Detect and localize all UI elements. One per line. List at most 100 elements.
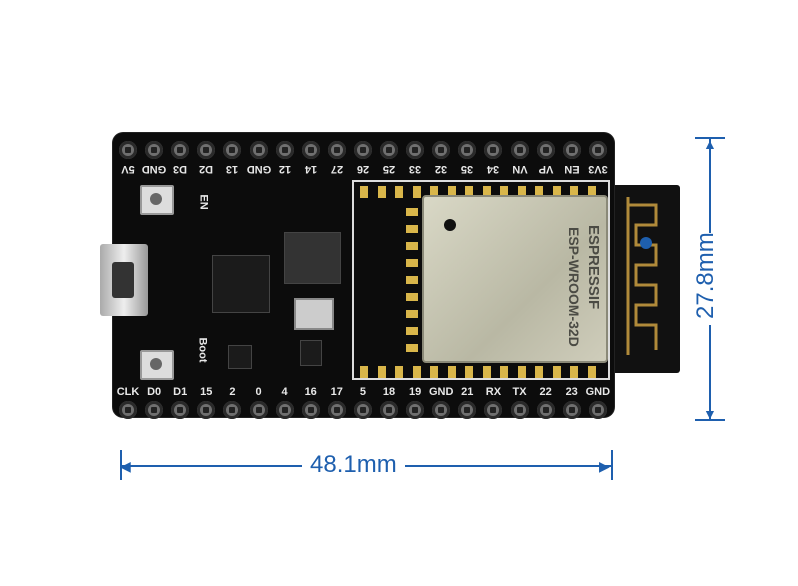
pin-label: D0	[147, 386, 162, 398]
pin-label: 16	[304, 386, 317, 398]
header-pin	[171, 401, 190, 419]
module-pad	[587, 186, 596, 198]
module-pad	[465, 186, 473, 198]
pin-label: GND	[141, 163, 167, 175]
header-pin	[432, 401, 451, 419]
transistor	[228, 345, 252, 369]
pin-label: 23	[565, 386, 578, 398]
module-pad	[465, 366, 473, 378]
header-pin	[145, 401, 164, 419]
boot-button[interactable]	[140, 350, 174, 380]
module-pad	[377, 186, 386, 198]
height-dim-tick-bottom	[695, 419, 725, 421]
header-pin	[275, 141, 294, 159]
pin-label: GND	[246, 163, 271, 175]
header-pin	[249, 401, 268, 419]
module-pad	[587, 366, 596, 378]
module-pad	[482, 366, 491, 378]
module-pad	[406, 310, 418, 318]
pin-label: 18	[382, 386, 396, 398]
pin-label: D1	[173, 386, 188, 398]
header-pin	[223, 401, 242, 419]
module-pad	[570, 366, 578, 378]
header-pin	[380, 141, 398, 159]
width-dim-tick-left	[120, 450, 122, 480]
header-pin	[458, 401, 477, 419]
module-pad	[406, 225, 418, 233]
header-pin	[432, 141, 451, 159]
module-pad	[500, 186, 508, 198]
pin-label: 26	[356, 163, 370, 175]
module-pad	[552, 366, 561, 378]
module-brand: ESPRESSIF	[585, 225, 602, 310]
module-pad	[360, 186, 368, 198]
module-pad	[377, 366, 386, 378]
header-pin	[562, 401, 581, 419]
header-pin	[588, 401, 607, 419]
module-pad	[500, 366, 508, 378]
header-pin	[275, 401, 294, 419]
module-pad	[406, 327, 418, 335]
header-pin	[171, 141, 190, 159]
header-pin	[327, 141, 346, 159]
header-pin	[353, 401, 372, 419]
height-dimension: 27.8mm	[692, 232, 720, 325]
header-pin	[510, 141, 529, 159]
module-pad	[395, 186, 403, 198]
micro-usb-port	[100, 244, 148, 316]
header-pin	[197, 141, 216, 159]
pin-label: 12	[278, 163, 291, 175]
pin-label: 17	[330, 386, 343, 398]
module-pad	[406, 242, 418, 250]
header-pin	[484, 401, 503, 419]
pin-label: 25	[382, 163, 396, 175]
header-pin	[406, 141, 425, 159]
pin-label: VP	[538, 163, 553, 175]
pin-label: D3	[173, 163, 188, 175]
module-outline	[352, 180, 610, 380]
pin-label: 4	[281, 386, 288, 398]
en-button[interactable]	[140, 185, 174, 215]
pin-label: VN	[511, 163, 528, 175]
header-pin	[562, 141, 581, 159]
header-pin	[119, 141, 137, 159]
module-pad	[406, 259, 418, 267]
module-pad	[406, 208, 418, 216]
module-pad	[482, 186, 491, 198]
module-pad	[447, 186, 456, 198]
arrow-left-icon: ◀	[120, 458, 131, 474]
pin-label: 5	[359, 386, 366, 398]
pin-label: GND	[585, 386, 611, 398]
usb-uart-chip	[212, 255, 270, 313]
module-pad	[412, 366, 421, 378]
header-pin	[353, 141, 372, 159]
header-pin	[536, 401, 555, 419]
header-pin	[301, 141, 320, 159]
header-pin	[223, 141, 242, 159]
pin-label: 34	[487, 163, 500, 175]
width-dimension: 48.1mm	[302, 451, 405, 479]
module-pad	[406, 344, 418, 352]
boot-label: Boot	[196, 337, 209, 363]
pin-label: CLK	[116, 386, 140, 398]
pin-label: 35	[461, 163, 474, 175]
header-pin	[197, 401, 216, 419]
pin-label: EN	[564, 163, 580, 175]
module-pad	[535, 366, 543, 378]
pin-label: 27	[330, 163, 343, 175]
pin-label: 33	[408, 163, 422, 175]
header-pin	[510, 401, 529, 419]
module-pad	[535, 186, 543, 198]
pin-label: 19	[408, 386, 422, 398]
transistor	[300, 340, 322, 366]
module-pad	[406, 293, 418, 301]
pin-label: 21	[461, 386, 474, 398]
module-pad	[552, 186, 561, 198]
header-pin	[484, 141, 503, 159]
module-pad	[430, 186, 438, 198]
pin-label: 13	[226, 163, 239, 175]
arrow-up-icon: ▲	[703, 136, 717, 152]
pin-label: RX	[485, 386, 502, 398]
module-pad	[395, 366, 403, 378]
pin-label: 0	[255, 386, 262, 398]
